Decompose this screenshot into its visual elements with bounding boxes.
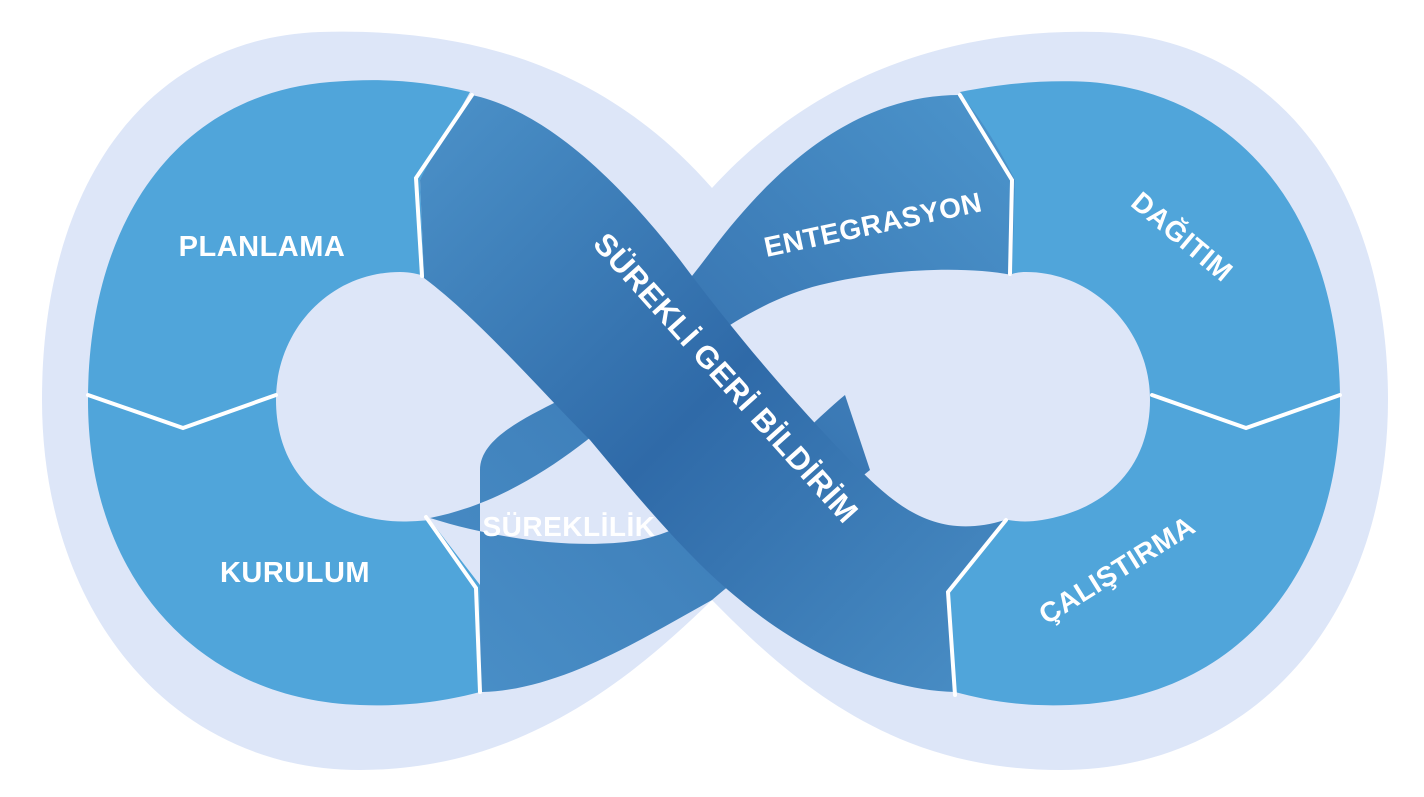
divider-band-operation [945,518,1008,697]
label-setup: KURULUM [220,557,370,589]
left-loop [88,80,480,706]
segment-dividers [86,93,1342,697]
divider-setup-band [424,515,482,694]
divider-planning-band [413,93,474,278]
divider-deployment-operation [1150,393,1342,431]
label-continuity: SÜREKLİLİK [483,511,656,542]
divider-planning-setup [86,393,278,431]
band-lower [430,95,1015,692]
band-feedback [420,95,1005,692]
label-planning: PLANLAMA [179,231,346,263]
right-loop [948,81,1340,706]
divider-integration-deployment [958,93,1015,276]
